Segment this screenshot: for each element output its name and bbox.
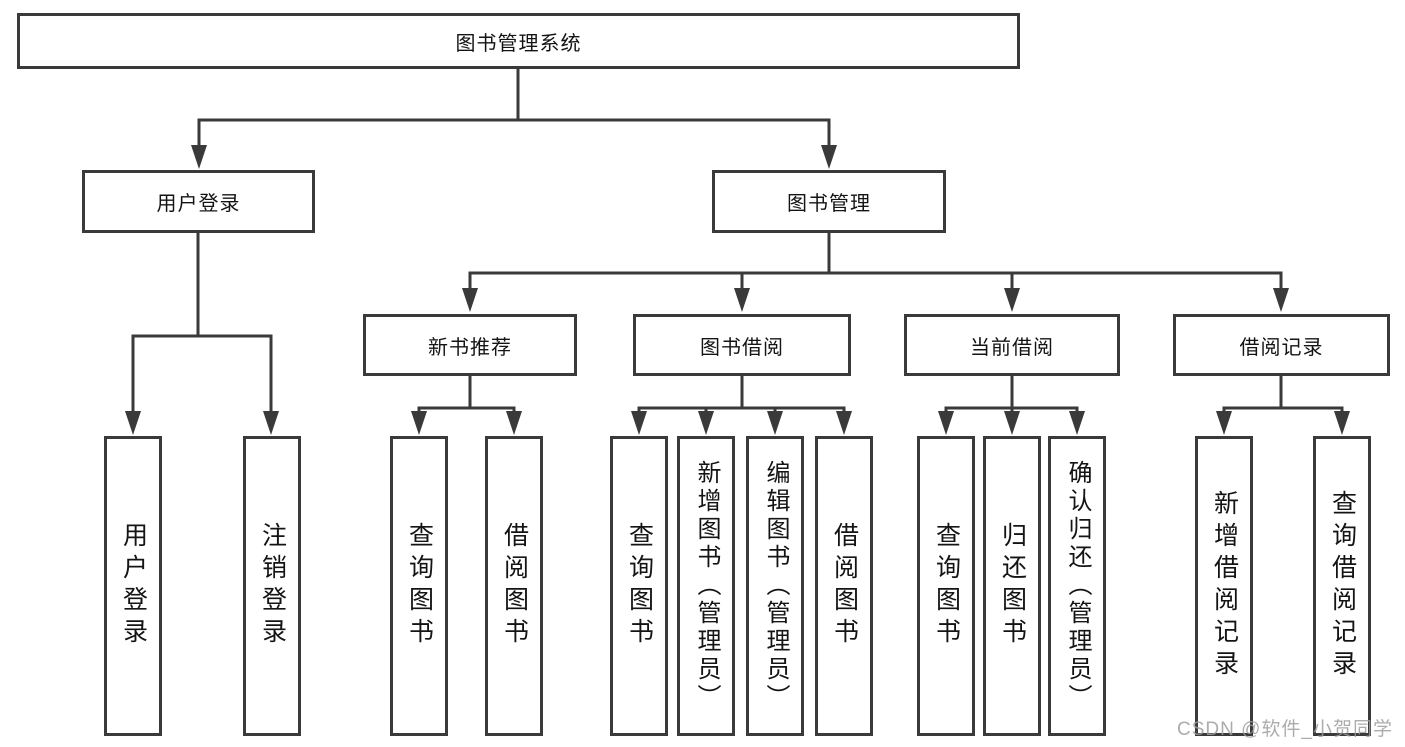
leaf-label: 借阅图书 (500, 522, 529, 650)
leaf-borrow-books: 借阅图书 (815, 436, 873, 736)
leaf-query-books-borrow: 查询图书 (610, 436, 668, 736)
leaf-label: 查询图书 (625, 522, 654, 650)
leaf-label: 查询图书 (932, 522, 961, 650)
arrowheads (125, 145, 1350, 435)
leaf-label: 查询借阅记录 (1328, 490, 1357, 682)
leaf-confirm-return-admin: 确认归还（管理员） (1048, 436, 1106, 736)
leaf-user-login: 用户登录 (104, 436, 162, 736)
leaf-label: 注销登录 (258, 522, 287, 650)
leaf-label: 查询图书 (405, 522, 434, 650)
node-current-borrow: 当前借阅 (904, 314, 1120, 376)
leaf-label: 确认归还（管理员） (1064, 460, 1091, 712)
leaf-logout: 注销登录 (243, 436, 301, 736)
leaf-borrow-books-recommend: 借阅图书 (485, 436, 543, 736)
leaf-label: 借阅图书 (830, 522, 859, 650)
leaf-label: 编辑图书（管理员） (762, 460, 789, 712)
leaf-label: 新增图书（管理员） (693, 460, 720, 712)
node-book-management: 图书管理 (712, 170, 946, 233)
leaf-query-books-current: 查询图书 (917, 436, 975, 736)
node-book-borrow: 图书借阅 (633, 314, 851, 376)
node-root-system: 图书管理系统 (17, 13, 1020, 69)
leaf-query-books-recommend: 查询图书 (390, 436, 448, 736)
node-borrow-records: 借阅记录 (1173, 314, 1390, 376)
leaf-return-books: 归还图书 (983, 436, 1041, 736)
node-new-book-recommend: 新书推荐 (363, 314, 577, 376)
leaf-label: 归还图书 (998, 522, 1027, 650)
leaf-edit-books-admin: 编辑图书（管理员） (746, 436, 804, 736)
leaf-label: 新增借阅记录 (1210, 490, 1239, 682)
leaf-query-borrow-record: 查询借阅记录 (1313, 436, 1371, 736)
leaf-add-books-admin: 新增图书（管理员） (677, 436, 735, 736)
leaf-label: 用户登录 (119, 522, 148, 650)
node-user-login: 用户登录 (82, 170, 315, 233)
leaf-add-borrow-record: 新增借阅记录 (1195, 436, 1253, 736)
